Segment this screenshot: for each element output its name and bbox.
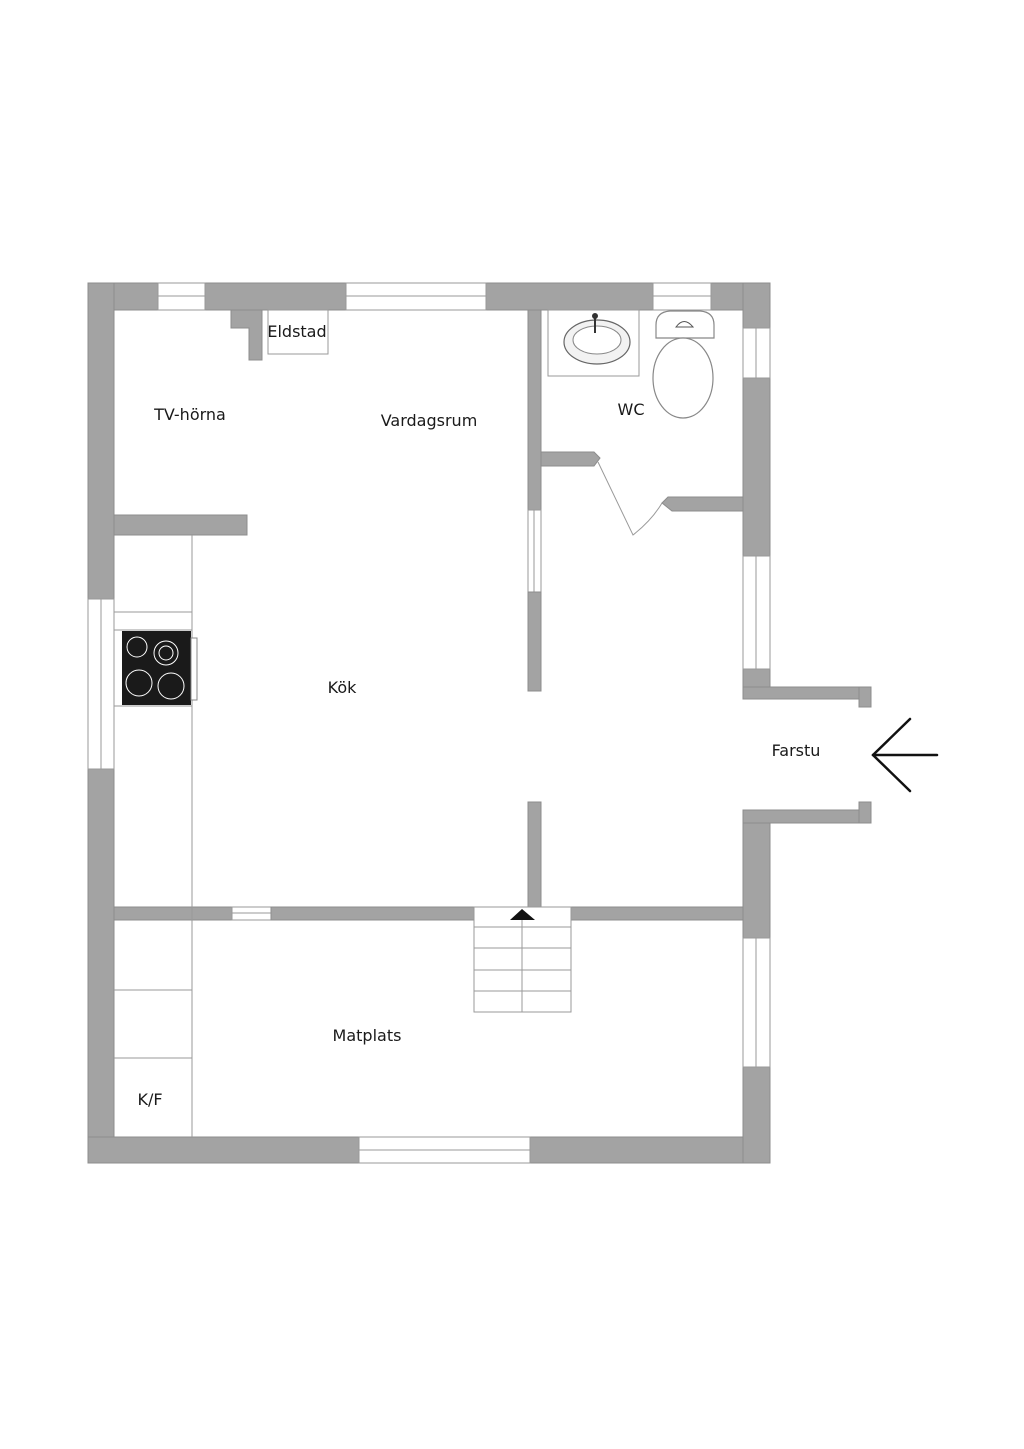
label-eldstad: Eldstad — [267, 322, 326, 341]
wall-right-5 — [742, 1066, 771, 1164]
wall-wc-left — [527, 309, 542, 511]
interior-walls — [113, 309, 744, 921]
label-kok: Kök — [328, 678, 357, 697]
wall-farstu-top — [742, 686, 872, 700]
wall-kok-upper — [527, 591, 542, 692]
sink-icon — [547, 309, 640, 377]
label-tv-horna: TV-hörna — [153, 405, 226, 424]
wall-wc-bottom-left — [540, 451, 601, 467]
wall-top-3 — [485, 282, 654, 311]
wall-farstu-bottom-cap — [858, 801, 872, 824]
wall-right-2 — [742, 377, 771, 557]
wall-right-4 — [742, 809, 771, 939]
wall-left-2 — [87, 768, 115, 1164]
label-vardagsrum: Vardagsrum — [381, 411, 478, 430]
stairs-up-arrow-icon — [510, 909, 535, 920]
wall-farstu-top-cap — [858, 686, 872, 708]
stairs — [473, 906, 572, 1013]
wc-door-swing — [597, 461, 663, 536]
wall-bottom-1 — [87, 1136, 360, 1164]
wall-right-1 — [742, 282, 771, 329]
entrance-arrow-icon — [871, 717, 939, 793]
wall-kok-lower — [527, 801, 542, 909]
wall-middle-2 — [270, 906, 475, 921]
chimney-wall — [230, 309, 263, 361]
exterior-walls — [87, 282, 872, 1164]
fireplace-box — [267, 309, 329, 355]
toilet-icon — [652, 310, 715, 419]
label-wc: WC — [618, 400, 645, 419]
wall-middle-3 — [570, 906, 744, 921]
wall-wc-bottom-right — [661, 496, 744, 512]
wall-left-1 — [87, 282, 115, 600]
label-farstu: Farstu — [772, 741, 821, 760]
kitchen-counters — [114, 535, 193, 1137]
wall-farstu-bottom — [742, 809, 872, 824]
label-matplats: Matplats — [333, 1026, 402, 1045]
windows — [87, 282, 771, 1164]
label-kf: K/F — [137, 1090, 162, 1109]
wall-middle-1 — [113, 906, 233, 921]
stove-icon — [122, 631, 198, 705]
wall-top-2 — [204, 282, 347, 311]
wall-bottom-2 — [529, 1136, 771, 1164]
wall-tv-divider — [113, 514, 248, 536]
